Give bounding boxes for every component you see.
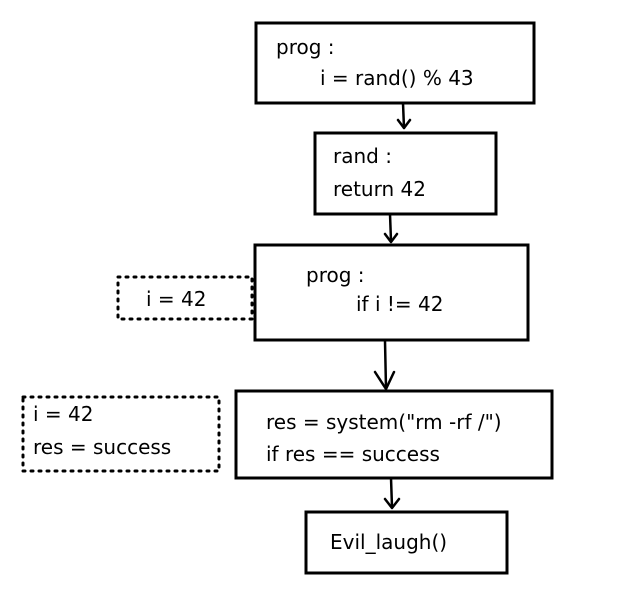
node-prog-rand: prog : i = rand() % 43 <box>254 21 536 105</box>
arrow-prog-check-to-system <box>373 339 396 391</box>
node-prog-rand-box <box>254 21 536 105</box>
node-prog-rand-title: prog : <box>276 35 335 59</box>
node-prog-check: prog : if i != 42 <box>253 243 530 342</box>
node-evil-laugh-box <box>304 510 509 575</box>
state-note-res-line2: res = success <box>33 435 171 459</box>
state-note-res: i = 42 res = success <box>21 395 221 473</box>
node-system-call-condition: if res == success <box>266 442 440 466</box>
node-rand-return: rand : return 42 <box>313 131 498 216</box>
node-rand-return-code: return 42 <box>333 177 426 201</box>
state-note-res-line1: i = 42 <box>33 402 93 426</box>
state-note-i: i = 42 <box>116 275 254 321</box>
node-rand-return-title: rand : <box>333 144 392 168</box>
state-note-i-text: i = 42 <box>146 287 206 311</box>
state-note-res-box <box>21 395 221 473</box>
arrow-prog-to-rand <box>396 101 412 130</box>
node-system-call: res = system("rm -rf /") if res == succe… <box>234 389 554 480</box>
node-prog-check-code: if i != 42 <box>356 292 443 316</box>
arrow-rand-to-prog-check <box>383 212 399 244</box>
node-prog-check-box <box>253 243 530 342</box>
node-prog-rand-code: i = rand() % 43 <box>320 66 474 90</box>
node-system-call-code: res = system("rm -rf /") <box>266 410 502 434</box>
node-system-call-box <box>234 389 554 480</box>
node-evil-laugh: Evil_laugh() <box>304 510 509 575</box>
arrow-system-to-evil <box>383 476 401 510</box>
state-note-i-box <box>116 275 254 321</box>
node-prog-check-title: prog : <box>306 263 365 287</box>
node-rand-return-box <box>313 131 498 216</box>
node-evil-laugh-text: Evil_laugh() <box>330 530 447 554</box>
